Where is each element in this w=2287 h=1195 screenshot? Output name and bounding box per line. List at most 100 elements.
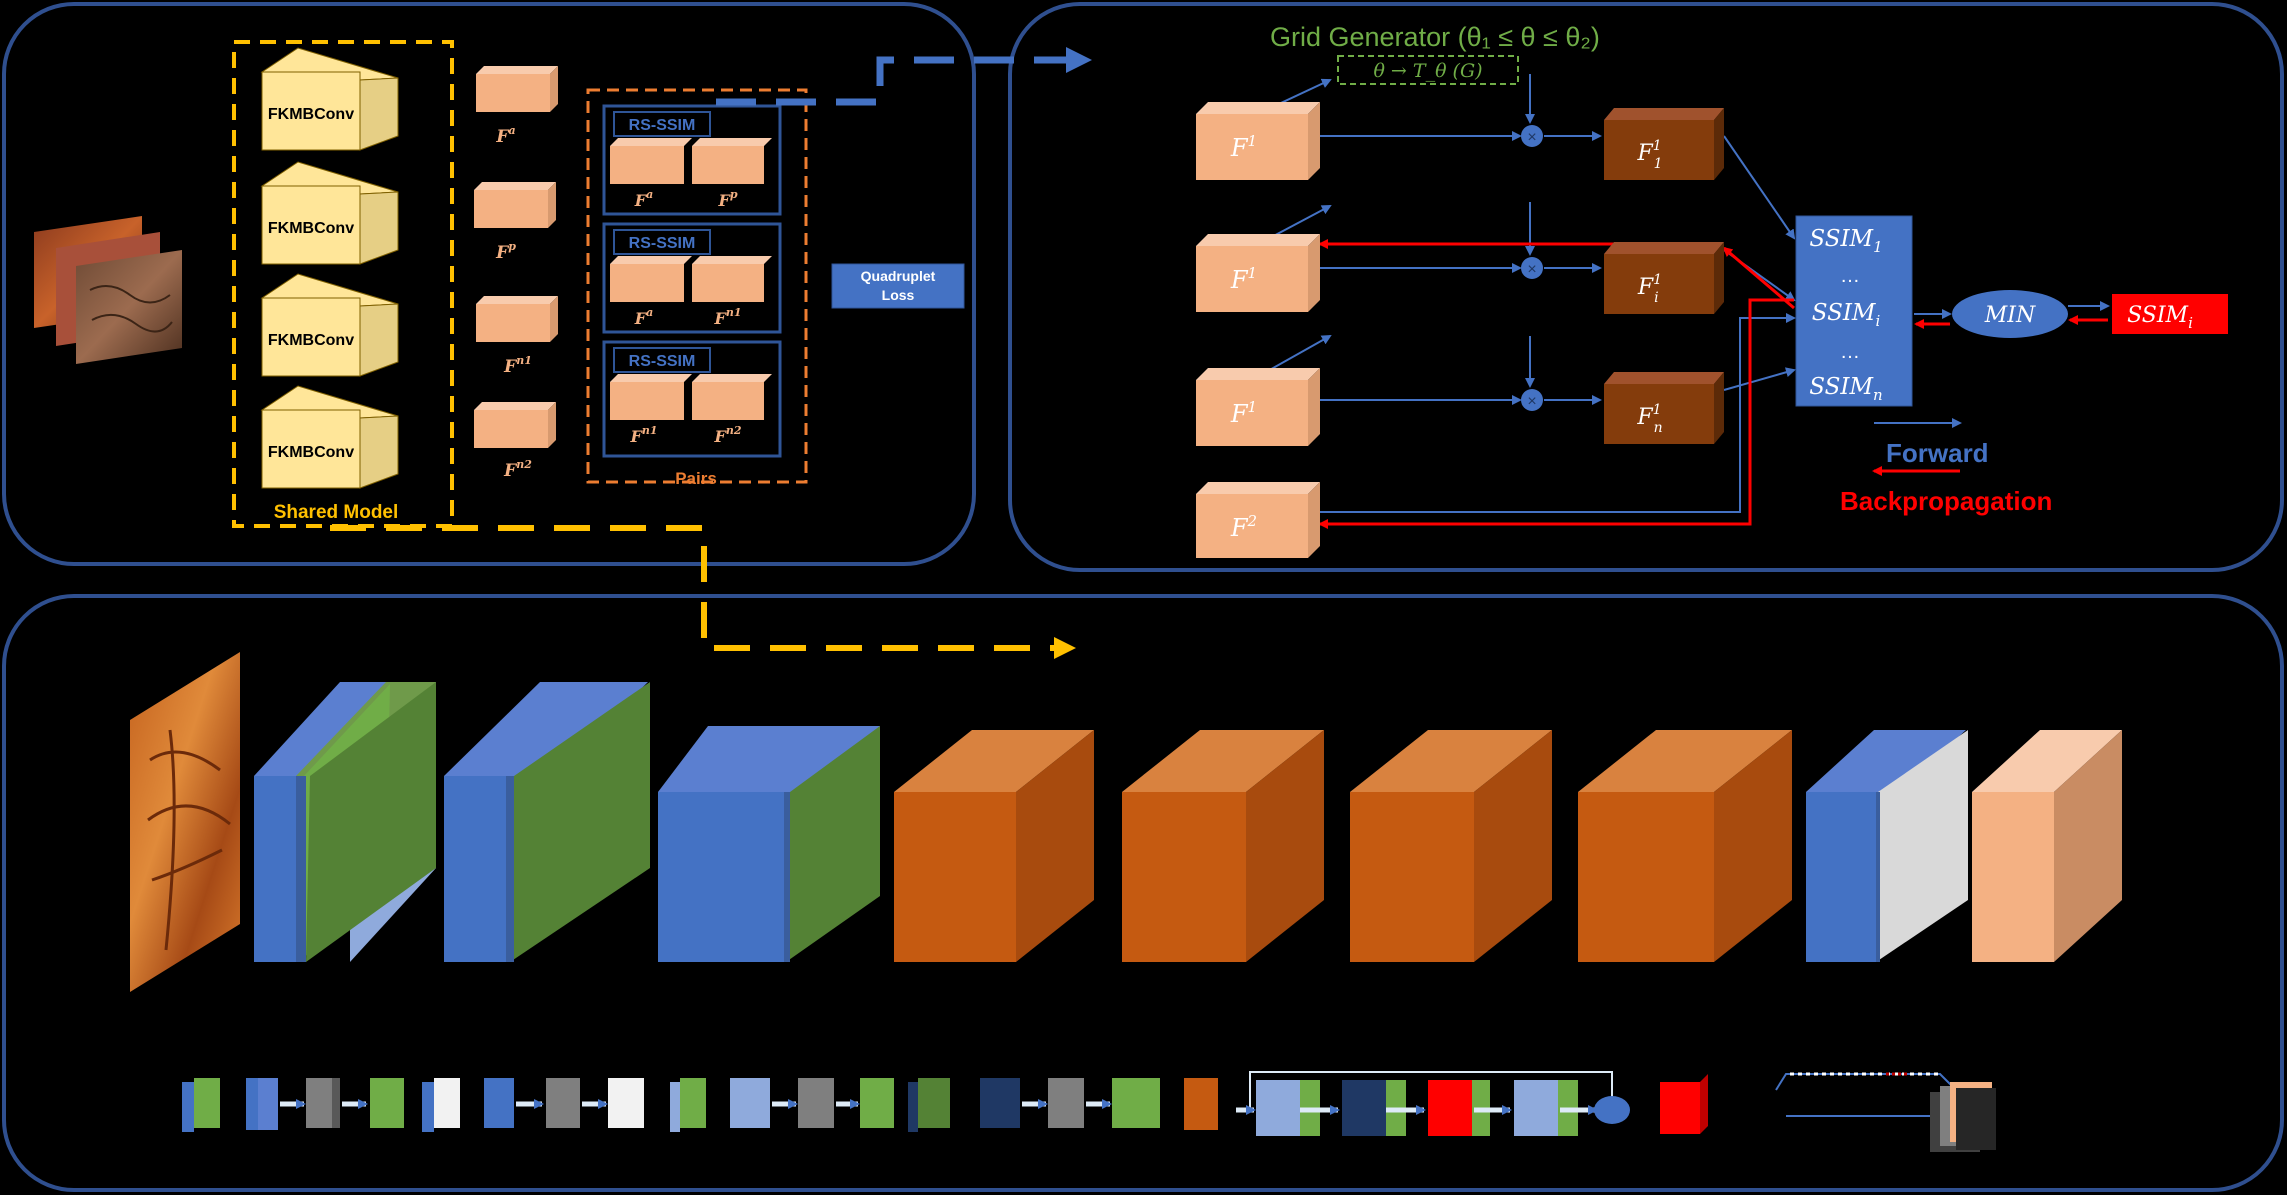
feature-fn1-sup: n1 bbox=[516, 354, 532, 367]
ssim-item-3-sub: i bbox=[1875, 312, 1880, 330]
transformed-1-sup: 1 bbox=[1653, 138, 1662, 154]
transformed-feature-1: F1 1 bbox=[1604, 108, 1724, 180]
svg-text:F1: F1 bbox=[1230, 132, 1257, 162]
fkmbconv-block-1: FKMBConv bbox=[260, 47, 399, 151]
fkmbconv-label-4: FKMBConv bbox=[268, 444, 354, 461]
feature-fp-base: F bbox=[495, 243, 510, 263]
pair-2-right-sup: n1 bbox=[726, 306, 742, 319]
pairs-label: Pairs bbox=[675, 469, 717, 488]
layer-2-conv bbox=[444, 682, 650, 962]
output-ssim-sub: i bbox=[2188, 314, 2193, 332]
layer-1-conv bbox=[254, 682, 436, 962]
block-legend-row bbox=[182, 1071, 1996, 1152]
input-feature-1-sup: 1 bbox=[1248, 132, 1258, 150]
svg-text:SSIMi: SSIMi bbox=[1812, 300, 1881, 330]
layer-7-conv bbox=[1578, 730, 1792, 962]
pair-2-left-base: F bbox=[634, 309, 648, 328]
ssim-item-2: … bbox=[1840, 265, 1860, 287]
pair-3-left-sup: n1 bbox=[642, 424, 658, 437]
transformed-n-sub: n bbox=[1654, 420, 1663, 436]
feature-fn2-base: F bbox=[503, 461, 518, 481]
fkmbconv-block-4: FKMBConv bbox=[260, 385, 399, 489]
transformed-n-sup: 1 bbox=[1653, 402, 1662, 418]
svg-text:Fn1: Fn1 bbox=[629, 424, 657, 446]
input-feature-1: F1 bbox=[1196, 102, 1320, 180]
svg-text:F1: F1 bbox=[1230, 264, 1257, 294]
input-feature-1-base: F bbox=[1230, 134, 1249, 162]
ssim-item-3-base: SSIM bbox=[1812, 300, 1877, 326]
transformed-feature-i: F1 i bbox=[1604, 242, 1724, 314]
fkmbconv-block-2: FKMBConv bbox=[260, 161, 399, 265]
output-ssim-box bbox=[2112, 294, 2228, 334]
input-feature-3: F1 bbox=[1196, 368, 1320, 446]
pair-group-3: RS-SSIM Fn1 Fn2 bbox=[602, 340, 782, 458]
multiply-nodes: × × × bbox=[1521, 125, 1543, 411]
feature-fp-sup: p bbox=[508, 240, 516, 253]
svg-text:×: × bbox=[1527, 393, 1536, 410]
svg-text:Fp: Fp bbox=[717, 188, 737, 210]
min-label: MIN bbox=[1984, 303, 2036, 328]
pair-3-left-base: F bbox=[629, 427, 643, 446]
ssim-list-box: SSIM1 … SSIMi … SSIMn bbox=[1795, 215, 1913, 407]
feature-fn2-sup: n2 bbox=[516, 458, 532, 471]
transformed-1-sub: 1 bbox=[1654, 156, 1663, 172]
svg-text:F1: F1 bbox=[1230, 398, 1257, 428]
pair-group-1: RS-SSIM Fa Fp bbox=[602, 104, 782, 216]
feature-fn1-base: F bbox=[503, 357, 518, 377]
input-feature-4: F2 bbox=[1196, 482, 1320, 558]
pair-3-label: RS-SSIM bbox=[629, 353, 696, 370]
output-ssim-base: SSIM bbox=[2127, 303, 2188, 328]
panel-top-right bbox=[1008, 2, 2284, 572]
svg-text:Fn1: Fn1 bbox=[713, 306, 741, 328]
feature-fp: Fp bbox=[474, 182, 556, 263]
pair-2-left-sup: a bbox=[646, 306, 653, 319]
input-feature-3-base: F bbox=[1230, 400, 1249, 428]
layer-9-output bbox=[1972, 730, 2122, 962]
input-feature-2: F1 bbox=[1196, 234, 1320, 312]
input-feature-2-base: F bbox=[1230, 266, 1249, 294]
svg-text:F1n: F1n bbox=[1636, 402, 1662, 436]
svg-text:Fa: Fa bbox=[634, 188, 654, 210]
transformed-i-base: F bbox=[1637, 275, 1654, 300]
multiply-node-3 bbox=[1521, 389, 1543, 411]
transformed-i-sup: 1 bbox=[1653, 272, 1662, 288]
grid-generator-box bbox=[1337, 55, 1519, 85]
ssim-item-5-sub: n bbox=[1873, 386, 1883, 404]
svg-text:SSIMn: SSIMn bbox=[1809, 374, 1882, 404]
svg-text:SSIM1: SSIM1 bbox=[1809, 226, 1882, 256]
palm-input-image bbox=[130, 652, 240, 992]
fkmbconv-block-3: FKMBConv bbox=[260, 273, 399, 377]
pair-3-right-base: F bbox=[713, 427, 727, 446]
transformed-i-sub: i bbox=[1654, 290, 1658, 306]
ssim-item-5-base: SSIM bbox=[1809, 374, 1874, 400]
ssim-item-1-sub: 1 bbox=[1873, 238, 1883, 256]
layer-4-conv bbox=[894, 730, 1094, 962]
svg-text:Fp: Fp bbox=[495, 240, 516, 263]
svg-text:SSIMi: SSIMi bbox=[2127, 303, 2193, 332]
input-feature-3-sup: 1 bbox=[1248, 398, 1258, 416]
transformed-1-base: F bbox=[1636, 141, 1653, 166]
pair-1-left-sup: a bbox=[646, 188, 653, 201]
input-feature-2-sup: 1 bbox=[1248, 264, 1258, 282]
pair-1-right-sup: p bbox=[730, 188, 738, 201]
min-node bbox=[1952, 290, 2068, 338]
pair-3-right-sup: n2 bbox=[726, 424, 742, 437]
feature-fa-sup: a bbox=[508, 124, 515, 137]
legend-forward: Forward bbox=[1886, 438, 1989, 468]
grid-generator-title: Grid Generator (θ₁ ≤ θ ≤ θ₂) bbox=[1270, 22, 1600, 52]
multiply-node-2 bbox=[1521, 257, 1543, 279]
quadruplet-loss-label: Quadruplet bbox=[861, 268, 936, 284]
pair-1-label: RS-SSIM bbox=[629, 117, 696, 134]
pair-group-2: RS-SSIM Fa Fn1 bbox=[602, 222, 782, 334]
pair-2-right-base: F bbox=[713, 309, 727, 328]
input-feature-4-base: F bbox=[1230, 514, 1249, 542]
pair-2-label: RS-SSIM bbox=[629, 235, 696, 252]
legend-backprop: Backpropagation bbox=[1840, 486, 2052, 516]
layer-6-conv bbox=[1350, 730, 1552, 962]
layer-3-conv bbox=[658, 726, 880, 962]
fkmbconv-label-3: FKMBConv bbox=[268, 332, 354, 349]
layer-8-conv bbox=[1806, 730, 1968, 962]
feature-fa: Fa bbox=[476, 66, 558, 147]
pair-1-left-base: F bbox=[634, 191, 648, 210]
